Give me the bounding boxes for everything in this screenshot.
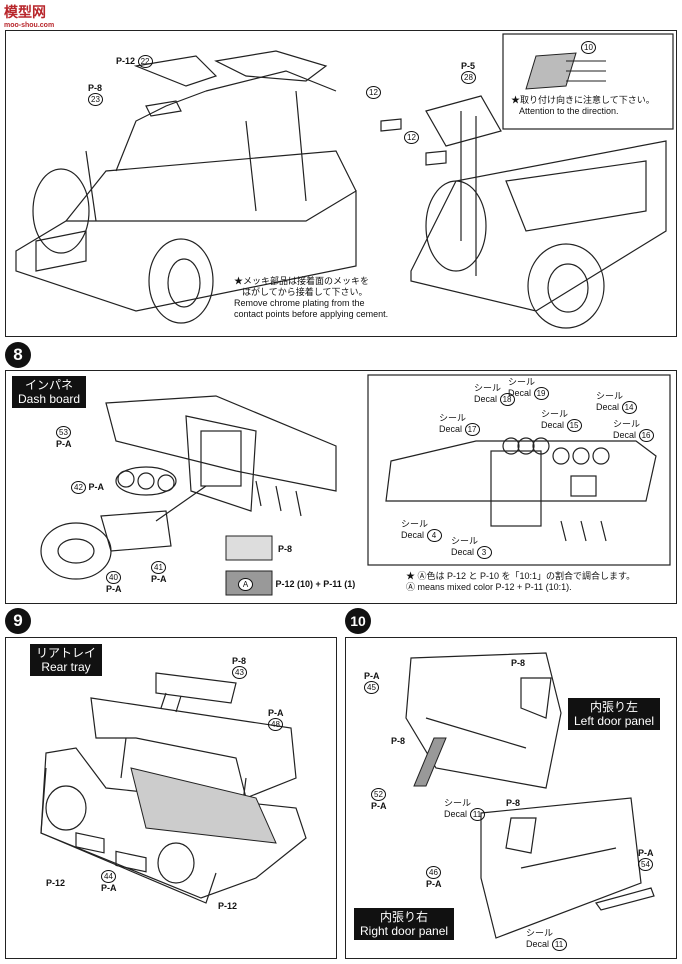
part-label-22: P-12 22: [116, 55, 153, 68]
part-label-p8-right: P-8: [506, 798, 521, 808]
door-panels-illustration: [405, 652, 655, 939]
part-label-12b: 12: [404, 131, 419, 144]
part-label-p8-mid: P-8: [391, 736, 406, 746]
watermark-logo: 模型网 moo-shou.com: [4, 2, 54, 29]
part-label-12a: 12: [366, 86, 381, 99]
step-8-number: 8: [5, 342, 31, 368]
legend-color-1: P-8: [278, 544, 293, 554]
legend-color-2: A P-12 (10) + P-11 (1): [238, 578, 355, 591]
rear-tray-illustration: [40, 672, 307, 904]
mix-color-note: ★ Ⓐ色は P-12 と P-10 を「10:1」の割合で調合します。 Ⓐ me…: [406, 571, 636, 592]
part-label-p12-left: P-12: [46, 878, 66, 888]
watermark-url: moo-shou.com: [4, 22, 55, 29]
callout-note: ★取り付け向きに注意して下さい。 Attention to the direct…: [511, 95, 655, 116]
dashboard-illustration: [40, 374, 671, 596]
callout-part-10: 10: [581, 41, 596, 54]
part-label-42: 42 P-A: [71, 481, 104, 494]
part-label-p12-right: P-12: [218, 901, 238, 911]
watermark-site: 模型网: [4, 4, 46, 20]
chrome-note: ★メッキ部品は接着面のメッキを はがしてから接着して下さい。 Remove ch…: [234, 276, 389, 319]
step-10-number: 10: [345, 608, 371, 634]
part-label-p8-top: P-8: [511, 658, 526, 668]
step-9-number: 9: [5, 608, 31, 634]
